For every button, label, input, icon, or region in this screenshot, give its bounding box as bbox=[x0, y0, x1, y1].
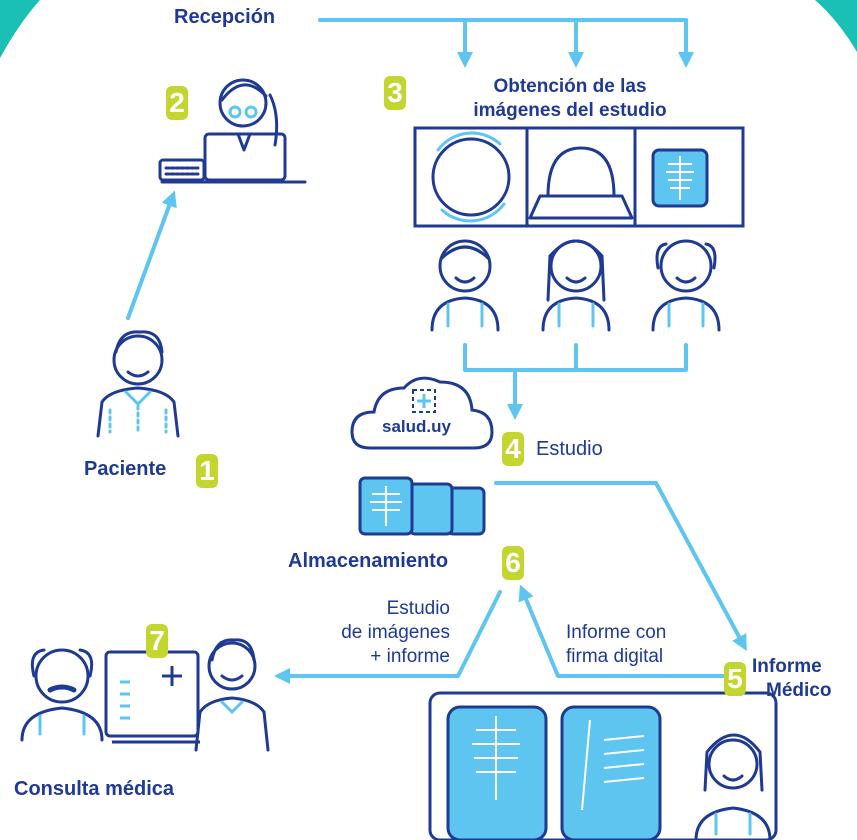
reception-label: Recepción bbox=[174, 6, 276, 28]
xray-icon bbox=[633, 126, 745, 228]
viewer-monitor-icon bbox=[428, 691, 778, 840]
collector-line bbox=[463, 343, 688, 372]
medical-report-line1: Informe bbox=[752, 656, 822, 677]
arrow-signed-report-to-storage bbox=[518, 584, 742, 678]
xray-films-icon bbox=[358, 476, 486, 536]
radiologist-icon bbox=[694, 733, 772, 840]
patient-icon bbox=[96, 330, 180, 438]
step-5-badge: 5 bbox=[724, 662, 746, 696]
consult-monitor-icon bbox=[104, 650, 200, 744]
step-1-badge: 1 bbox=[196, 454, 218, 488]
step-4-badge: 4 bbox=[502, 432, 524, 466]
arrow-study-to-report bbox=[494, 481, 747, 652]
ct-scanner-icon bbox=[525, 126, 637, 228]
acquisition-title-line2: imágenes del estudio bbox=[473, 100, 667, 121]
receptionist-icon bbox=[158, 78, 307, 184]
result-label-line3: + informe bbox=[370, 646, 450, 667]
result-label-line2: de imágenes bbox=[341, 622, 450, 643]
signed-report-line2: firma digital bbox=[566, 646, 664, 667]
technician-senior-icon bbox=[651, 239, 721, 332]
arrow-patient-to-reception bbox=[126, 190, 177, 320]
corner-decoration-left bbox=[0, 0, 40, 58]
consult-patient-icon bbox=[194, 638, 270, 752]
acquisition-title-line1: Obtención de las bbox=[493, 76, 647, 97]
patient-label: Paciente bbox=[84, 458, 167, 480]
medical-report-line2: Médico bbox=[766, 680, 832, 701]
step-3-badge: 3 bbox=[384, 76, 406, 110]
result-label-line1: Estudio bbox=[386, 598, 450, 619]
step-2-badge: 2 bbox=[166, 86, 188, 120]
technician-female-icon bbox=[541, 239, 611, 332]
step-7-badge: 7 bbox=[146, 624, 168, 658]
study-label: Estudio bbox=[536, 438, 603, 460]
storage-label: Almacenamiento bbox=[288, 550, 449, 572]
corner-decoration-right bbox=[815, 0, 857, 52]
step-6-badge: 6 bbox=[502, 546, 524, 580]
signed-report-line1: Informe con bbox=[566, 622, 667, 643]
arrow-storage-to-consult bbox=[274, 590, 502, 684]
consult-label: Consulta médica bbox=[14, 778, 175, 800]
cloud-logo-text: salud.uy bbox=[382, 417, 451, 436]
consult-doctor-icon bbox=[20, 648, 104, 742]
cloud-icon bbox=[350, 376, 494, 450]
mri-scanner-icon bbox=[413, 126, 529, 228]
technician-male-icon bbox=[430, 239, 500, 332]
